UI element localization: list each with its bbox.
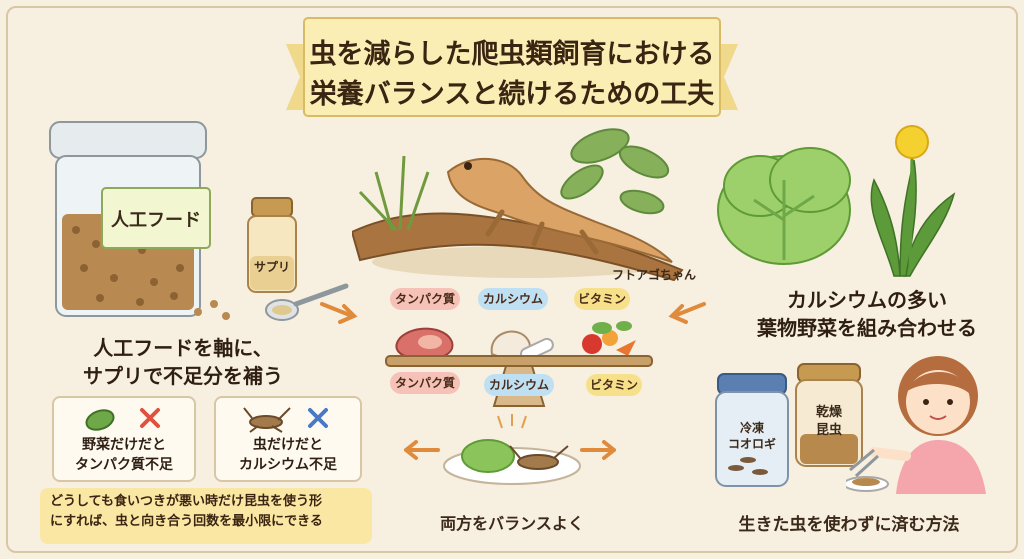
card-icons-insect [243, 407, 328, 433]
meat-icon [395, 327, 454, 361]
card-insect-line-2: カルシウム不足 [239, 457, 337, 473]
note-box: どうしても食いつきが悪い時だけ昆虫を使う形 にすれば、虫と向き合う回数を最小限に… [40, 488, 372, 544]
card-veg-line-1: 野菜だけだと [82, 437, 166, 453]
dried-insect-jar-icon [795, 363, 863, 467]
title-banner: 虫を減らした爬虫類飼育における 栄養バランスと続けるための工夫 [286, 14, 738, 120]
food-plate [404, 414, 616, 485]
card-icons-veg [85, 408, 160, 431]
supplement-bottle-icon [247, 197, 297, 293]
card-veg-line-2: タンパク質不足 [75, 457, 173, 473]
left-caption: 人工フードを軸に、 サプリで不足分を補う [60, 334, 306, 390]
frozen-cricket-jar-icon [715, 373, 789, 487]
leafy-greens-icon [717, 125, 956, 277]
nutrient-pill-vitamin-bottom: ビタミン [586, 374, 642, 396]
title-line-2: 栄養バランスと続けるための工夫 [309, 79, 715, 110]
food-label: 人工フード [111, 210, 201, 231]
cricket-icon [243, 407, 291, 433]
nutrient-pill-calcium-bottom: カルシウム [484, 374, 554, 396]
pellets-icon [180, 300, 230, 320]
arrow-left-icon [668, 302, 706, 324]
bottom-right-caption: 生きた虫を使わずに済む方法 [738, 515, 960, 535]
lizard-scene [352, 128, 684, 282]
card-vegetables-only: 野菜だけだと タンパク質不足 [52, 396, 196, 482]
note-line-2: にすれば、虫と向き合う回数を最小限にできる [50, 514, 323, 530]
nutrient-pill-protein-bottom: タンパク質 [390, 372, 460, 394]
leaf-icon [85, 409, 115, 431]
arrow-right-icon [320, 302, 358, 324]
right-caption-line-2: 葉物野菜を組み合わせる [757, 316, 977, 340]
girl-feeding-icon [846, 356, 986, 494]
spoon-icon [265, 283, 349, 321]
page-frame [6, 6, 1018, 553]
frozen-jar-line-1: 冷凍 [739, 421, 764, 435]
card-insect-line-1: 虫だけだと [253, 437, 323, 453]
cross-blue-icon [308, 408, 328, 428]
plate-cricket-icon [509, 445, 569, 470]
left-caption-line-2: サプリで不足分を補う [83, 364, 283, 388]
vegetables-icon [582, 321, 636, 356]
shell-icon [490, 330, 554, 362]
dried-jar-label: 乾燥 昆虫 [796, 404, 862, 439]
arrow-left-small-icon [404, 440, 440, 460]
supplement-label: サプリ [253, 260, 290, 274]
food-container-icon [49, 121, 211, 317]
dried-jar-line-1: 乾燥 [815, 405, 842, 420]
lizard-label: フトアゴちゃん [612, 268, 697, 282]
nutrient-pill-protein-top: タンパク質 [390, 288, 460, 310]
title-line-1: 虫を減らした爬虫類飼育における [309, 39, 715, 70]
frozen-jar-label: 冷凍 コオロギ [716, 420, 788, 452]
frozen-jar-line-2: コオロギ [727, 437, 776, 452]
left-caption-line-1: 人工フードを軸に、 [93, 336, 273, 360]
cross-red-icon [140, 408, 160, 428]
arrow-right-small-icon [580, 440, 616, 460]
right-caption-line-1: カルシウムの多い [787, 288, 947, 312]
card-insects-only: 虫だけだと カルシウム不足 [214, 396, 362, 482]
nutrient-pill-calcium-top: カルシウム [478, 288, 548, 310]
note-line-1: どうしても食いつきが悪い時だけ昆虫を使う形 [50, 494, 322, 509]
right-caption: カルシウムの多い 葉物野菜を組み合わせる [744, 286, 990, 342]
nutrient-pill-vitamin-top: ビタミン [574, 288, 630, 310]
balance-caption: 両方をバランスよく [440, 514, 584, 533]
plate-lettuce-icon [461, 439, 515, 473]
dried-jar-line-2: 昆虫 [815, 422, 842, 438]
